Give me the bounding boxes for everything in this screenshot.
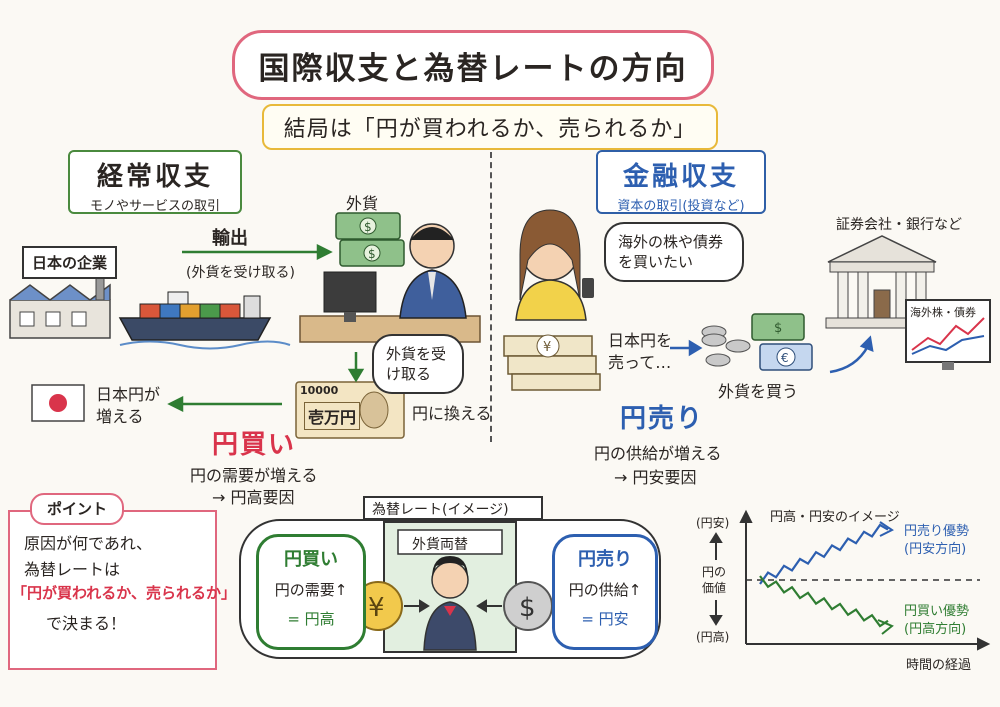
svg-text:$: $: [774, 321, 782, 336]
chart-title: 円高・円安のイメージ: [770, 510, 900, 525]
svg-text:$: $: [364, 220, 372, 234]
japan-flag-icon: [31, 384, 85, 422]
yen-buy-box: 円買い 円の需要↑ = 円高: [256, 534, 366, 650]
buy-foreign-label: 外貨を買う: [718, 382, 799, 401]
yen-sell-box-title: 円売り: [578, 549, 632, 570]
yen-buy-box-line2: = 円高: [287, 610, 335, 628]
point-tag: ポイント: [30, 493, 124, 525]
point-line2: 為替レートは: [24, 560, 121, 579]
current-account-title: 経常収支: [96, 162, 213, 192]
chart-y-bottom: (円高): [696, 630, 730, 644]
chart-y-mid: 円の価値: [702, 565, 727, 595]
svg-text:¥: ¥: [543, 340, 551, 355]
subtitle: 結局は「円が買われるか、売られるか」: [262, 104, 718, 150]
export-arrow: [182, 243, 333, 261]
company-label: 日本の企業: [22, 246, 118, 279]
chart-upper-label: 円売り優勢: [904, 524, 970, 539]
yen-sell-box: 円売り 円の供給↑ = 円安: [552, 534, 658, 650]
yen-sell-line2: → 円安要因: [614, 468, 697, 487]
exchange-to-yen-label: 円に換える: [412, 404, 492, 423]
chart-axes: [709, 509, 991, 651]
yen-sell-line1: 円の供給が増える: [594, 444, 722, 463]
yen-sell-title: 円売り: [620, 404, 705, 434]
svg-text:$: $: [519, 593, 536, 623]
yen-buy-line1: 円の需要が増える: [190, 466, 318, 485]
down-arrowhead: [877, 619, 894, 635]
yen-increase-arrow: [167, 395, 282, 413]
section-divider: [490, 152, 492, 442]
sell-yen-label: 日本円を売って…: [608, 331, 673, 372]
point-line1: 原因が何であれ、: [24, 534, 153, 553]
point-line4: で決まる！: [46, 614, 127, 633]
sell-yen-arrow: [670, 339, 703, 357]
current-account-heading: 経常収支 モノやサービスの取引: [68, 150, 242, 214]
chart-lower-sub: (円高方向): [904, 622, 967, 637]
cargo-ship-icon: [118, 291, 291, 350]
yen-buy-box-title: 円買い: [284, 549, 338, 570]
foreign-bills-icon: $ $: [335, 212, 405, 267]
svg-text:€: €: [781, 351, 789, 365]
yen-buy-box-line1: 円の需要↑: [274, 581, 348, 599]
invest-wish-bubble: 海外の株や債券を買いたい: [604, 222, 744, 282]
svg-text:¥: ¥: [368, 593, 385, 623]
stock-screen-icon: [905, 299, 991, 370]
yen-increase-label: 日本円が増える: [96, 385, 161, 426]
point-box: [8, 510, 217, 670]
financial-account-title: 金融収支: [622, 162, 739, 192]
woman-investor-icon: [515, 209, 594, 321]
point-line3: 「円が買われるか、売られるか」: [12, 584, 236, 602]
yen-bills-stack-icon: ¥: [503, 334, 601, 391]
exchange-clerk-icon: [423, 556, 477, 651]
current-account-subtitle: モノやサービスの取引: [89, 199, 220, 214]
yen-sell-box-line1: 円の供給↑: [568, 581, 642, 599]
banknote-text: 壱万円: [304, 402, 361, 430]
bank-building-icon: [825, 235, 939, 329]
yen-weak-line: [759, 523, 889, 585]
foreign-currency-label: 外貨: [346, 194, 379, 213]
chart-upper-sub: (円安方向): [904, 542, 967, 557]
chart-y-top: (円安): [696, 516, 730, 530]
yen-sell-box-line2: = 円安: [581, 610, 629, 628]
booth-arrows: [404, 599, 502, 613]
page-title: 国際収支と為替レートの方向: [232, 30, 714, 100]
factory-icon: [9, 274, 111, 339]
financial-account-subtitle: 資本の取引(投資など): [617, 199, 745, 214]
export-label: 輸出: [212, 228, 248, 249]
yen-buy-line2: → 円高要因: [212, 488, 295, 507]
invest-arrow: [829, 335, 874, 374]
yen-coin-icon: ¥: [353, 581, 403, 631]
up-arrowhead: [879, 521, 894, 537]
financial-account-heading: 金融収支 資本の取引(投資など): [596, 150, 766, 214]
chart-x-label: 時間の経過: [906, 658, 972, 673]
institution-label: 証券会社・銀行など: [836, 217, 962, 233]
exchange-window-label: 外貨両替: [412, 537, 468, 553]
dollar-coin-icon: $: [503, 581, 553, 631]
exchange-title: 為替レート(イメージ): [372, 502, 509, 518]
yen-strong-line: [759, 575, 889, 628]
svg-text:$: $: [368, 247, 376, 261]
receive-down-arrow: [347, 352, 365, 383]
banknote-value: 10000: [300, 384, 339, 397]
screen-label: 海外株・債券: [910, 306, 976, 319]
chart-lower-label: 円買い優勢: [904, 604, 970, 619]
yen-buy-title: 円買い: [212, 430, 297, 460]
coins-and-bills-icon: $ €: [701, 313, 813, 371]
export-sublabel: (外貨を受け取る): [186, 265, 295, 281]
receive-bubble: 外貨を受け取る: [372, 334, 464, 394]
